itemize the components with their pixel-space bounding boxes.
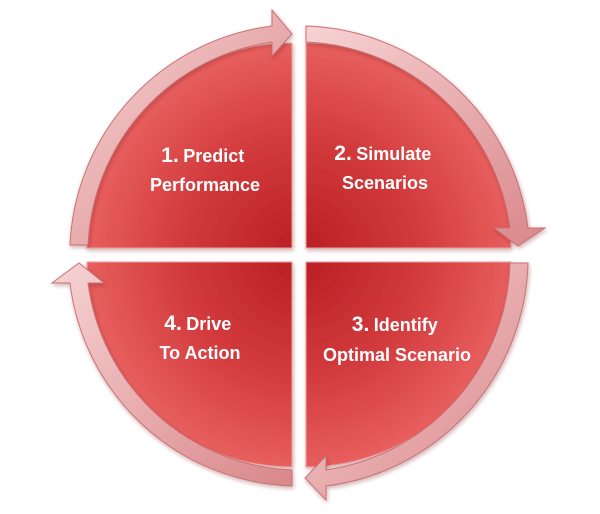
quadrant-1-label: 1. Predict Performance xyxy=(150,144,260,195)
quadrant-4-shape xyxy=(86,261,293,468)
quadrant-2-label: 2. Simulate Scenarios xyxy=(334,142,435,193)
quadrant-2-number: 2. xyxy=(334,142,352,165)
quadrant-3-line2: Optimal Scenario xyxy=(323,345,471,365)
quadrant-4-line2: To Action xyxy=(160,343,241,363)
quadrant-4-line1: Drive xyxy=(186,314,231,334)
quadrant-3-line1: Identify xyxy=(374,315,438,335)
quadrant-3-number: 3. xyxy=(352,313,370,336)
quadrant-4-number: 4. xyxy=(164,312,182,335)
quadrant-4-label: 4. Drive To Action xyxy=(160,312,241,363)
quadrant-1-line1: Predict xyxy=(183,146,244,166)
arrow-1-to-2 xyxy=(69,8,293,246)
quadrant-1-line2: Performance xyxy=(150,175,260,195)
quadrant-2-line2: Scenarios xyxy=(342,173,428,193)
arrow-2-to-3 xyxy=(305,25,547,247)
arrow-4-to-1 xyxy=(50,262,293,487)
quadrant-1-number: 1. xyxy=(161,144,179,167)
quadrant-3-label: 3. Identify Optimal Scenario xyxy=(323,313,471,365)
quadrant-2-line1: Simulate xyxy=(356,144,431,164)
arrow-3-to-4 xyxy=(304,262,529,502)
